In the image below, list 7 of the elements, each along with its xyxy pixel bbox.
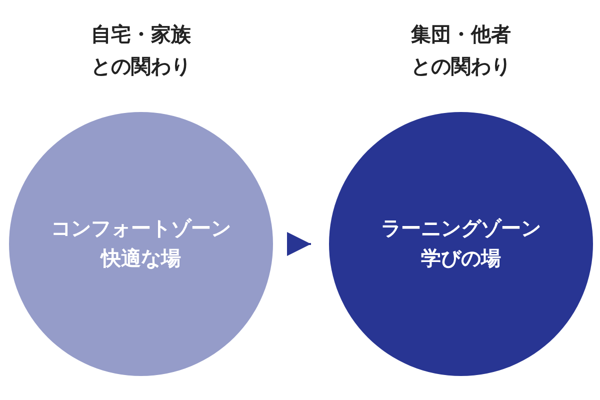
zone-name: ラーニングゾーン: [381, 216, 541, 240]
zone-name: コンフォートゾーン: [51, 216, 231, 240]
arrow: [287, 232, 311, 256]
zone-description: 快適な場: [101, 246, 181, 270]
zone-heading: 自宅・家族との関わり: [90, 21, 192, 80]
zone-description: 学びの場: [421, 246, 501, 270]
zone-heading: 集団・他者との関わり: [410, 21, 512, 80]
